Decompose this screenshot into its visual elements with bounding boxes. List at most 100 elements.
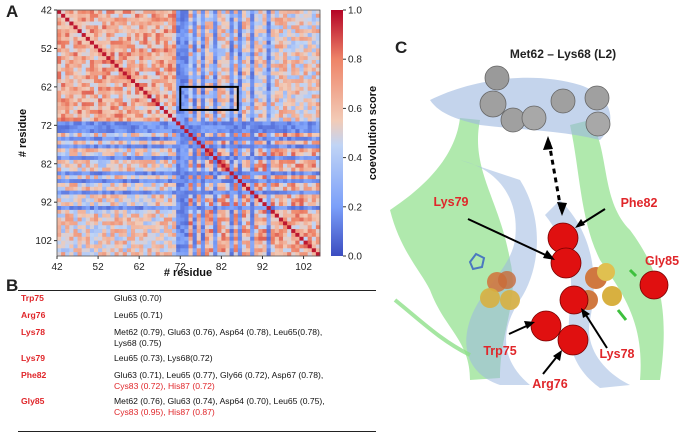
heatmap-cell [200,244,206,249]
heatmap-cell [315,136,321,142]
heatmap-cell [250,48,255,53]
heatmap-cell [130,133,136,138]
heatmap-cell [93,229,99,234]
heatmap-cell [122,232,128,238]
heatmap-cell [147,240,152,245]
heatmap-cell [163,102,169,107]
heatmap-cell [246,83,251,88]
heatmap-cell [65,213,70,218]
heatmap-cell [110,209,115,215]
heatmap-cell [167,17,173,22]
heatmap-cell [98,186,103,192]
heatmap-cell [246,175,251,180]
heatmap-cell [204,117,210,122]
heatmap-cell [213,129,218,134]
heatmap-cell [159,10,165,15]
heatmap-cell [163,13,169,19]
heatmap-cell [73,156,78,161]
heatmap-cell [118,48,124,53]
heatmap-cell [184,148,189,153]
heatmap-cell [303,79,309,84]
heatmap-cell [303,236,309,242]
heatmap-cell [192,140,198,145]
heatmap-cell [163,194,169,199]
heatmap-cell [315,159,321,165]
heatmap-cell [126,186,132,192]
heatmap-cell [61,125,66,130]
heatmap-cell [274,209,280,215]
heatmap-cell [73,121,78,126]
heatmap-cell [159,36,165,42]
heatmap-cell [81,159,87,165]
heatmap-cell [221,221,226,226]
heatmap-cell [196,10,202,15]
heatmap-cell [73,113,78,119]
heatmap-cell [287,232,292,238]
heatmap-cell [135,56,140,61]
heatmap-cell [135,13,140,19]
heatmap-cell [295,240,300,245]
heatmap-cell [287,163,292,168]
heatmap-cell [139,102,144,107]
heatmap-cell [266,244,272,249]
heatmap-cell [221,75,226,80]
heatmap-cell [159,113,165,119]
loop-sphere [521,105,547,131]
heatmap-cell [180,144,185,149]
heatmap-cell [89,167,95,172]
heatmap-cell [246,109,251,115]
heatmap-cell [192,202,198,207]
heatmap-cell [102,33,107,38]
heatmap-cell [163,106,169,111]
heatmap-cell [258,48,263,53]
heatmap-cell [225,63,230,69]
heatmap-cell [65,140,70,145]
heatmap-cell [151,71,157,76]
heatmap-cell [172,125,177,130]
heatmap-cell [204,140,210,145]
colorbar-tick-label: 0.0 [348,252,362,263]
heatmap-cell [221,225,226,230]
heatmap-cell [315,71,321,76]
heatmap-cell [254,209,259,215]
heatmap-cell [98,29,103,34]
heatmap-cell [151,198,157,203]
heatmap-cell [188,121,194,126]
heatmap-cell [147,75,152,80]
heatmap-cell [159,52,165,57]
heatmap-cell [65,133,70,138]
heatmap-cell [254,152,259,157]
heatmap-cell [270,44,276,49]
heatmap-cell [163,163,169,168]
heatmap-cell [278,44,284,49]
heatmap-cell [122,236,128,242]
heatmap-cell [262,186,267,192]
heatmap-cell [229,109,235,115]
heatmap-cell [237,148,243,153]
heatmap-cell [229,240,235,245]
heatmap-cell [303,182,309,188]
heatmap-cell [307,98,313,103]
heatmap-cell [139,44,144,49]
heatmap-cell [204,209,210,215]
heatmap-cell [122,129,128,134]
heatmap-cell [204,194,210,199]
heatmap-cell [307,248,313,253]
heatmap-cell [65,171,70,176]
heatmap-cell [176,159,181,165]
heatmap-cell [155,48,161,53]
heatmap-cell [250,36,255,42]
heatmap-cell [278,156,284,161]
heatmap-cell [81,248,87,253]
heatmap-cell [61,148,66,153]
heatmap-cell [102,121,107,126]
heatmap-cell [65,29,70,34]
heatmap-cell [135,175,140,180]
heatmap-cell [270,36,276,42]
heatmap-cell [57,140,62,145]
heatmap-cell [93,248,99,253]
heatmap-cell [135,48,140,53]
heatmap-cell [122,21,128,26]
heatmap-cell [155,56,161,61]
heatmap-cell [69,44,74,49]
